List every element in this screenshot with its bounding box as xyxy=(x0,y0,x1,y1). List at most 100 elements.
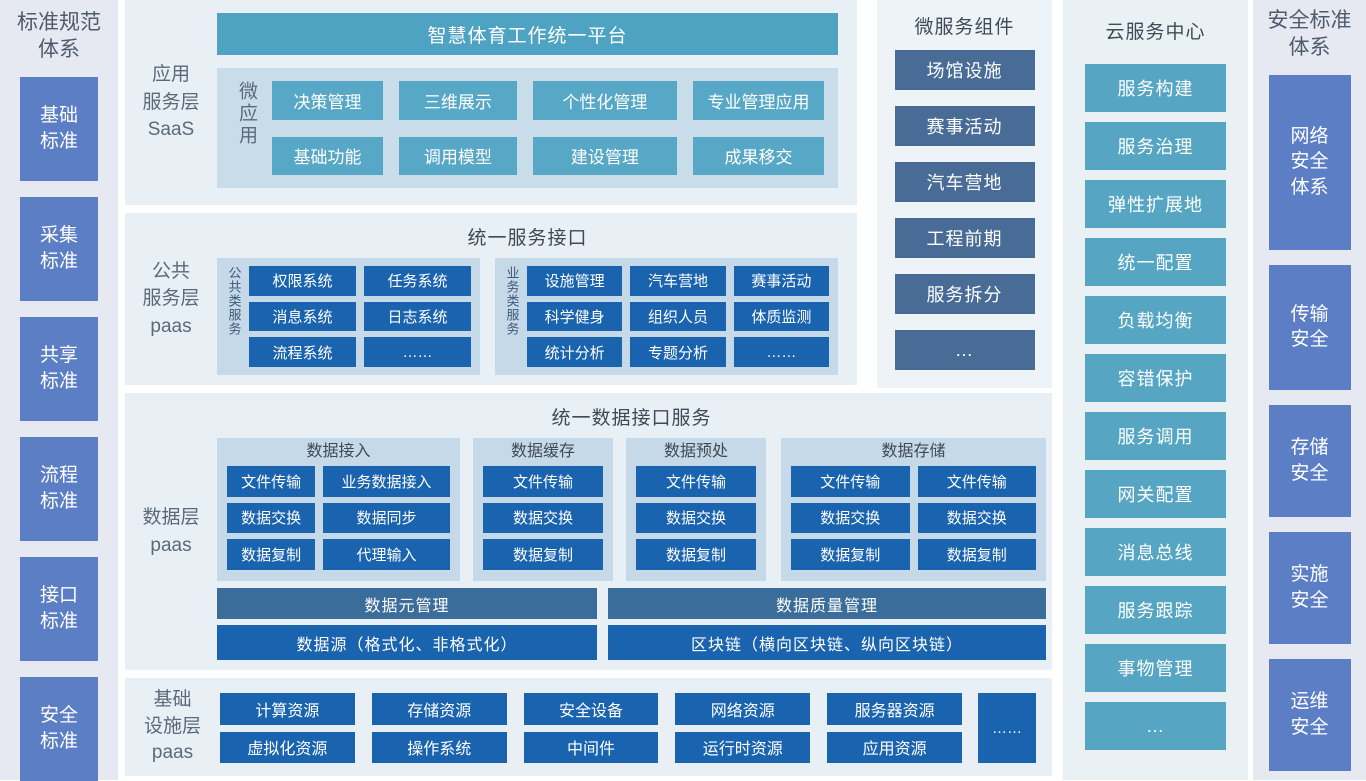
data-box-data-replication: 数据复制 xyxy=(227,539,316,570)
data-box-business-data-access: 业务数据接入 xyxy=(323,466,450,497)
infra-box-runtime: 运行时资源 xyxy=(675,731,811,763)
security-box-transmission: 传输安全 xyxy=(1268,264,1351,390)
service-box-auto-camp: 汽车营地 xyxy=(630,266,726,296)
cloud-box-elastic-scaling: 弹性扩展地 xyxy=(1085,180,1226,228)
business-services-grid: 设施管理 汽车营地 赛事活动 科学健身 组织人员 体质监测 统计分析 专题分析 … xyxy=(527,266,829,367)
business-services-label: 业务类服务 xyxy=(504,266,520,336)
infra-box-storage: 存储资源 xyxy=(371,693,507,725)
divider xyxy=(118,0,125,780)
security-box-implementation: 实施安全 xyxy=(1268,531,1351,644)
saas-layer-panel: 应用 服务层 SaaS 智慧体育工作统一平台 微应用 决策管理 三维展示 个性化… xyxy=(125,0,857,205)
unified-data-interface-title: 统一数据接口服务 xyxy=(551,408,712,429)
security-box-network-system: 网络安全体系 xyxy=(1268,74,1351,250)
infrastructure-layer-content: 计算资源 存储资源 安全设备 网络资源 服务器资源 虚拟化资源 操作系统 中间件… xyxy=(220,678,1052,776)
cloud-box-message-bus: 消息总线 xyxy=(1085,528,1226,576)
service-box-permission: 权限系统 xyxy=(249,266,356,296)
data-cache-group: 数据缓存 文件传输 数据交换 数据复制 xyxy=(473,438,613,581)
data-management-bars: 数据元管理 数据质量管理 xyxy=(217,588,1046,619)
data-box-data-exchange: 数据交换 xyxy=(791,502,910,534)
data-box-data-replication: 数据复制 xyxy=(636,539,756,570)
standard-box-sharing: 共享标准 xyxy=(20,316,98,421)
data-box-data-replication: 数据复制 xyxy=(483,539,603,570)
infra-box-middleware: 中间件 xyxy=(523,731,659,763)
data-box-file-transfer: 文件传输 xyxy=(791,466,910,497)
data-quality-management-bar: 数据质量管理 xyxy=(608,588,1046,619)
infrastructure-grid: 计算资源 存储资源 安全设备 网络资源 服务器资源 虚拟化资源 操作系统 中间件… xyxy=(220,693,962,763)
data-box-file-transfer: 文件传输 xyxy=(227,466,316,497)
infra-box-network: 网络资源 xyxy=(675,693,811,725)
app-box-professional-mgmt: 专业管理应用 xyxy=(693,81,824,120)
standards-column-title: 标准规范体系 xyxy=(16,11,101,61)
data-preprocess-group: 数据预处 文件传输 数据交换 数据复制 xyxy=(626,438,766,581)
micro-box-venue-facilities: 场馆设施 xyxy=(894,50,1035,90)
cloud-box-more: … xyxy=(1085,702,1226,750)
app-box-3d-display: 三维展示 xyxy=(399,81,517,120)
standard-box-security: 安全标准 xyxy=(20,676,98,781)
blockchain-bar: 区块链（横向区块链、纵向区块链） xyxy=(608,625,1046,660)
app-box-basic-functions: 基础功能 xyxy=(272,136,383,175)
micro-app-panel: 微应用 决策管理 三维展示 个性化管理 专业管理应用 基础功能 调用模型 建设管… xyxy=(217,68,838,188)
data-access-grid: 文件传输 业务数据接入 数据交换 数据同步 数据复制 代理输入 xyxy=(227,466,450,570)
data-groups: 数据接入 文件传输 业务数据接入 数据交换 数据同步 数据复制 代理输入 数据缓… xyxy=(217,438,1046,581)
service-box-workflow: 流程系统 xyxy=(249,337,356,367)
public-service-layer-panel: 公共 服务层 paas 统一服务接口 公共类服务 权限系统 任务系统 消息系统 … xyxy=(125,213,857,385)
data-box-data-replication: 数据复制 xyxy=(791,539,910,570)
main-layers: 应用 服务层 SaaS 智慧体育工作统一平台 微应用 决策管理 三维展示 个性化… xyxy=(125,0,1052,780)
data-layer-label: 数据层 paas xyxy=(142,506,200,556)
microservices-panel: 微服务组件 场馆设施 赛事活动 汽车营地 工程前期 服务拆分 … xyxy=(877,0,1052,388)
micro-box-events: 赛事活动 xyxy=(894,106,1035,146)
app-box-decision-mgmt: 决策管理 xyxy=(272,81,383,120)
micro-app-label: 微应用 xyxy=(236,81,257,147)
micro-box-pre-engineering: 工程前期 xyxy=(894,218,1035,258)
data-box-data-sync: 数据同步 xyxy=(323,502,450,534)
data-access-title: 数据接入 xyxy=(306,443,371,460)
security-box-operations: 运维安全 xyxy=(1268,658,1351,771)
micro-app-grid: 决策管理 三维展示 个性化管理 专业管理应用 基础功能 调用模型 建设管理 成果… xyxy=(272,81,824,175)
infra-box-application: 应用资源 xyxy=(827,731,962,763)
data-cache-title: 数据缓存 xyxy=(510,443,575,460)
app-box-deliverables: 成果移交 xyxy=(693,136,824,175)
data-access-group: 数据接入 文件传输 业务数据接入 数据交换 数据同步 数据复制 代理输入 xyxy=(217,438,460,581)
service-box-personnel: 组织人员 xyxy=(630,301,726,332)
data-box-data-replication: 数据复制 xyxy=(917,539,1036,570)
public-service-layer-label: 公共 服务层 paas xyxy=(142,260,200,337)
standards-column: 标准规范体系 基础标准 采集标准 共享标准 流程标准 接口标准 安全标准 xyxy=(0,0,118,781)
data-source-bar: 数据源（格式化、非格式化） xyxy=(217,625,597,660)
data-preprocess-grid: 文件传输 数据交换 数据复制 xyxy=(636,466,756,570)
public-services-grid: 权限系统 任务系统 消息系统 日志系统 流程系统 …… xyxy=(249,266,471,367)
data-layer-content: 统一数据接口服务 数据接入 文件传输 业务数据接入 数据交换 数据同步 数据复制… xyxy=(217,393,1059,670)
data-box-file-transfer: 文件传输 xyxy=(917,466,1036,497)
public-services-group: 公共类服务 权限系统 任务系统 消息系统 日志系统 流程系统 …… xyxy=(217,258,480,375)
cloud-box-gateway-config: 网关配置 xyxy=(1085,470,1226,518)
app-box-personalization: 个性化管理 xyxy=(532,81,677,120)
service-box-message: 消息系统 xyxy=(249,301,356,332)
business-services-group: 业务类服务 设施管理 汽车营地 赛事活动 科学健身 组织人员 体质监测 统计分析… xyxy=(495,258,838,375)
data-box-data-exchange: 数据交换 xyxy=(483,502,603,534)
service-groups: 公共类服务 权限系统 任务系统 消息系统 日志系统 流程系统 …… 业务类服务 xyxy=(217,258,838,375)
infra-box-virtualization: 虚拟化资源 xyxy=(220,731,355,763)
service-box-statistics: 统计分析 xyxy=(527,337,623,367)
micro-box-service-split: 服务拆分 xyxy=(894,274,1035,314)
cloud-center-box-list: 服务构建 服务治理 弹性扩展地 统一配置 负载均衡 容错保护 服务调用 网关配置… xyxy=(1085,64,1226,750)
data-resource-bars: 数据源（格式化、非格式化） 区块链（横向区块链、纵向区块链） xyxy=(217,625,1046,660)
infra-box-more: …… xyxy=(978,693,1036,763)
cloud-box-service-build: 服务构建 xyxy=(1085,64,1226,112)
data-layer-panel: 数据层 paas 统一数据接口服务 数据接入 文件传输 业务数据接入 数据交换 … xyxy=(125,393,1052,670)
cloud-box-service-governance: 服务治理 xyxy=(1085,122,1226,170)
service-box-more: …… xyxy=(733,337,829,367)
cloud-box-service-invocation: 服务调用 xyxy=(1085,412,1226,460)
service-box-events: 赛事活动 xyxy=(733,266,829,296)
micro-box-auto-camp: 汽车营地 xyxy=(894,162,1035,202)
service-box-physique-monitor: 体质监测 xyxy=(733,301,829,332)
data-cache-grid: 文件传输 数据交换 数据复制 xyxy=(483,466,603,570)
app-box-model-invocation: 调用模型 xyxy=(399,136,517,175)
service-box-task: 任务系统 xyxy=(364,266,471,296)
standard-box-basic: 基础标准 xyxy=(20,76,98,181)
saas-layer-label: 应用 服务层 SaaS xyxy=(142,64,200,141)
cloud-box-load-balancing: 负载均衡 xyxy=(1085,296,1226,344)
security-box-storage: 存储安全 xyxy=(1268,404,1351,517)
data-box-proxy-input: 代理输入 xyxy=(323,539,450,570)
platform-header-bar: 智慧体育工作统一平台 xyxy=(217,13,838,55)
microservices-title: 微服务组件 xyxy=(914,17,1015,38)
